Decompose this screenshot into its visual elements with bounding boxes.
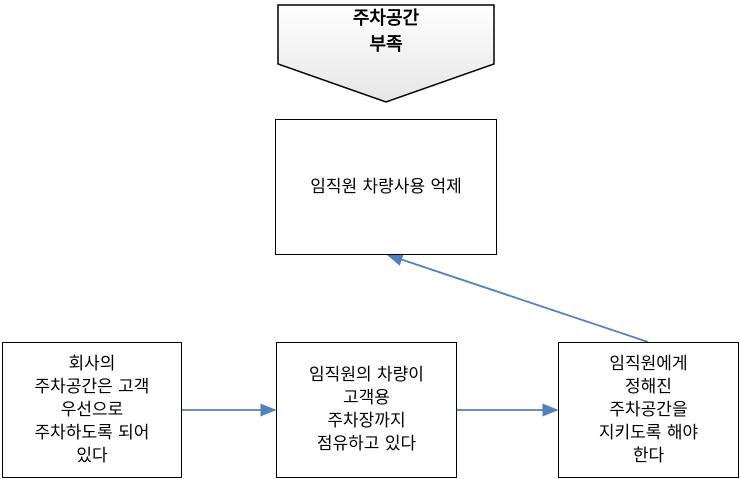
bottom-right-text: 임직원에게 정해진 주차공간을 지키도록 해야 한다 [598, 353, 699, 466]
problem-label: 주차공간 부족 [352, 8, 420, 55]
arrow-right-to-top [386, 253, 649, 343]
problem-pentagon [277, 4, 495, 103]
bottom-left-box: 회사의 주차공간은 고객 우선으로 주차하도록 되어 있다 [2, 342, 182, 478]
top-box-text: 임직원 차량사용 억제 [310, 176, 462, 197]
bottom-left-text: 회사의 주차공간은 고객 우선으로 주차하도록 되어 있다 [34, 353, 150, 466]
bottom-mid-box: 임직원의 차량이 고객용 주차장까지 점유하고 있다 [276, 342, 457, 478]
bottom-mid-text: 임직원의 차량이 고객용 주차장까지 점유하고 있다 [309, 365, 424, 454]
bottom-right-box: 임직원에게 정해진 주차공간을 지키도록 해야 한다 [558, 342, 739, 478]
top-box: 임직원 차량사용 억제 [275, 119, 497, 255]
